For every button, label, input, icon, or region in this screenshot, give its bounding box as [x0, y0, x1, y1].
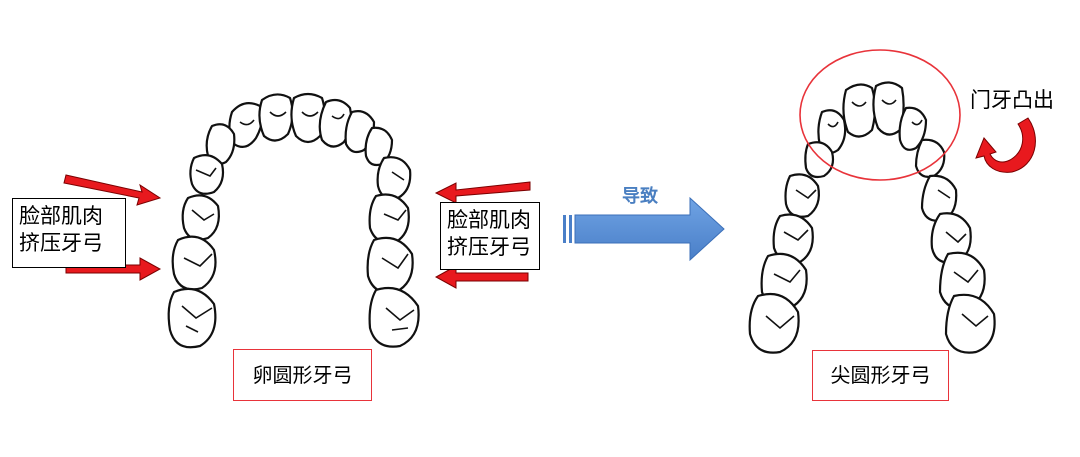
- oval-arch-tooth-details: [181, 111, 415, 333]
- callout-left-line2: 挤压牙弓: [19, 231, 103, 255]
- callout-right-line2: 挤压牙弓: [447, 235, 531, 259]
- transition-arrow: [563, 196, 725, 262]
- callout-left-line1: 脸部肌肉: [19, 204, 103, 228]
- incisor-protrusion-label: 门牙凸出: [970, 88, 1054, 112]
- muscle-pressure-callout-left: 脸部肌肉 挤压牙弓: [12, 198, 126, 268]
- tapered-dental-arch: [748, 81, 996, 354]
- pressure-arrow-upper-left: [63, 174, 162, 206]
- transition-label: 导致: [622, 186, 658, 207]
- curved-protrusion-arrow: [975, 117, 1036, 173]
- callout-right-line1: 脸部肌肉: [447, 208, 531, 232]
- tapered-arch-caption: 尖圆形牙弓: [812, 350, 949, 401]
- incisor-highlight-circle: [799, 49, 961, 181]
- pressure-arrow-lower-right: [434, 265, 529, 289]
- pressure-arrows-left: [63, 174, 531, 289]
- oval-arch-caption: 卵圆形牙弓: [233, 349, 372, 401]
- pressure-arrow-upper-right: [434, 181, 531, 204]
- tapered-arch-tooth-details: [765, 99, 989, 330]
- oval-dental-arch: [167, 92, 420, 349]
- muscle-pressure-callout-right: 脸部肌肉 挤压牙弓: [440, 202, 540, 270]
- pressure-arrow-lower-left: [65, 257, 162, 281]
